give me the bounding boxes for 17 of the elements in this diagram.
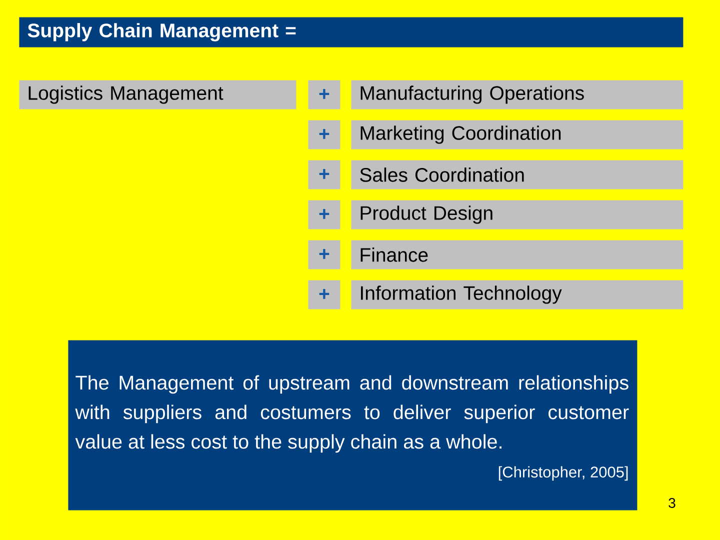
plus-box: +	[308, 80, 340, 110]
page-number: 3	[668, 498, 676, 508]
citation: [Christopher, 2005]	[498, 466, 628, 481]
title-bar: Supply Chain Management =	[19, 17, 684, 48]
plus-box: +	[308, 240, 340, 270]
quote-text: The Management of upstream and downstream relationships with suppliers and costumers to deliver superior customer value at less cost to the supply chain as a whole.	[75, 375, 629, 453]
category-box: Logistics Management	[19, 80, 296, 110]
category-box: Marketing Coordination	[351, 120, 684, 150]
category-box: Product Design	[351, 200, 684, 230]
plus-box: +	[308, 120, 340, 150]
category-box: Finance	[351, 240, 684, 270]
plus-box: +	[308, 280, 340, 310]
category-box: Information Technology	[351, 280, 684, 310]
plus-box: +	[308, 160, 340, 190]
category-box: Manufacturing Operations	[351, 80, 684, 110]
category-box: Sales Coordination	[351, 160, 684, 190]
plus-box: +	[308, 200, 340, 230]
